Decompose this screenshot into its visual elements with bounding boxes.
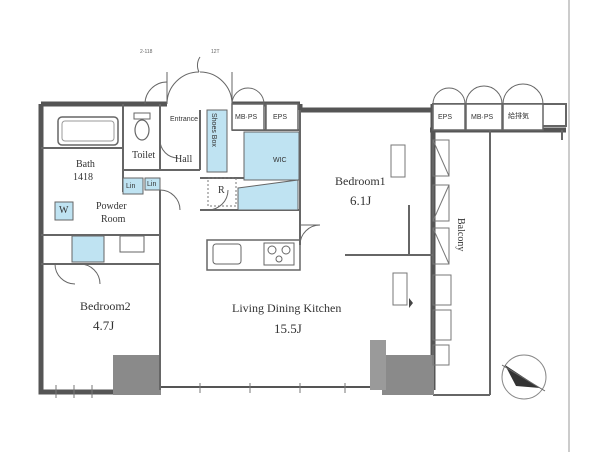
hall-closet-fixture (237, 179, 299, 211)
ldk-label: Living Dining Kitchen (232, 301, 342, 315)
bath-size: 1418 (73, 172, 93, 183)
supply-exhaust-label: 給排気 (508, 113, 529, 120)
bottom-ticks (55, 383, 346, 398)
lin2-fixture (144, 177, 161, 191)
vanity-fixture (119, 235, 145, 253)
north-compass-icon (501, 354, 547, 400)
shoes-box-fixture (206, 109, 228, 173)
powder-room-label: Powder (96, 201, 127, 212)
kitchen-sink (212, 243, 242, 265)
ldk-size: 15.5J (274, 321, 302, 336)
washer-fixture (54, 201, 74, 221)
ldk-window-fixture (392, 272, 408, 306)
stove-burners (263, 242, 295, 266)
kitchen-counter (206, 239, 301, 271)
mb-ps-label-1: MB·PS (235, 114, 258, 121)
bedroom1-label: Bedroom1 (335, 174, 386, 188)
toilet-tank (133, 112, 151, 120)
lin1-fixture (122, 177, 144, 195)
shaft-door-arcs (231, 83, 544, 105)
balcony-label: Balcony (455, 218, 466, 252)
balcony-windows (432, 139, 452, 366)
eps-label-2: EPS (438, 114, 453, 121)
bath-label: Bath (76, 159, 95, 170)
toilet-bowl (134, 119, 150, 141)
washer-label: W (59, 205, 69, 216)
bedroom2-label: Bedroom2 (80, 299, 131, 313)
bedroom1-window-fixture (390, 144, 406, 178)
wall-block-bottom-right (382, 355, 434, 395)
wic-label: WIC (273, 157, 287, 164)
bedroom2-size: 4.7J (93, 318, 115, 333)
wall-block-ldk-right (370, 340, 386, 390)
door-note-1: 2-118 (140, 49, 153, 55)
ldk-marker (409, 298, 413, 308)
shaft-boxes (231, 103, 544, 131)
bathtub-inner (61, 120, 115, 142)
fridge-label: R (218, 185, 225, 196)
lin1-label: Lin (126, 183, 136, 190)
bathtub (57, 116, 119, 146)
eps-label-1: EPS (273, 114, 288, 121)
door-note-2: 12T (211, 49, 220, 55)
wic-fixture (243, 131, 300, 181)
balcony-rail (432, 103, 567, 396)
entrance-doors (144, 56, 233, 105)
hall-label: Hall (175, 154, 193, 165)
fridge-box (207, 177, 237, 207)
entrance-label: Entrance (170, 116, 199, 123)
bedroom2-closet-fixture (71, 235, 105, 263)
toilet-label: Toilet (132, 150, 156, 161)
shoes-box-label: Shoes Box (210, 113, 217, 147)
lin2-label: Lin (147, 181, 157, 188)
bedroom1-size: 6.1J (350, 193, 372, 208)
mb-ps-label-2: MB·PS (471, 114, 494, 121)
powder-room-label-2: Room (101, 214, 126, 225)
wall-block-bottom-left (113, 355, 161, 395)
